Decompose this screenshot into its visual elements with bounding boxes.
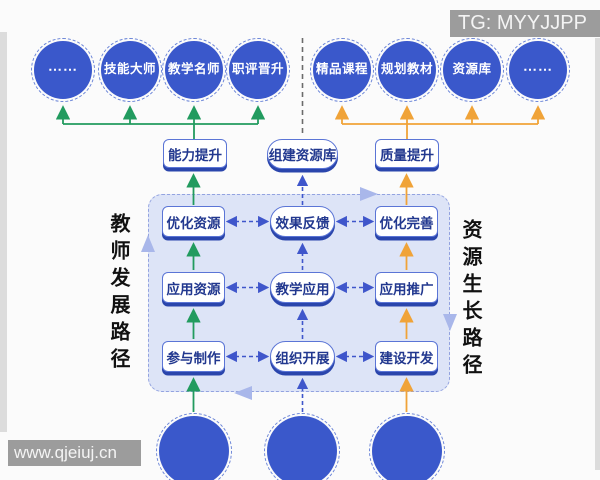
box-participate-production: 参与制作: [162, 341, 225, 372]
box-construction-development: 建设开发: [375, 341, 438, 372]
circle-resource-library: 资源库: [440, 38, 504, 102]
circle-skill-master: 技能大师: [98, 38, 162, 102]
watermark-website: www.qjeiuj.cn: [8, 440, 141, 466]
circle-bottom-right: [369, 413, 445, 480]
circle-ellipsis-right: ⋯⋯: [506, 38, 570, 102]
box-teaching-application: 教学应用: [270, 272, 335, 303]
box-application-promotion: 应用推广: [375, 272, 438, 303]
page-edge-left: [0, 32, 7, 432]
box-optimize-resources: 优化资源: [162, 206, 225, 237]
box-capability-improvement: 能力提升: [163, 139, 227, 168]
box-quality-improvement: 质量提升: [375, 139, 439, 168]
circle-teaching-master: 教学名师: [162, 38, 226, 102]
circle-bottom-center: [264, 413, 340, 480]
box-apply-resources: 应用资源: [162, 272, 225, 303]
box-build-resource-library: 组建资源库: [267, 139, 338, 169]
circle-bottom-left: [156, 413, 232, 480]
teacher-development-path-label: 教师发展路径: [107, 213, 129, 375]
watermark-telegram: TG: MYYJJPP: [450, 10, 600, 37]
circle-title-promotion: 职评晋升: [226, 38, 290, 102]
box-optimize-perfect: 优化完善: [375, 206, 438, 237]
box-effect-feedback: 效果反馈: [270, 206, 335, 237]
resource-growth-path-label: 资源生长路径: [459, 219, 481, 381]
box-organize-carry-out: 组织开展: [270, 341, 335, 372]
circle-planned-textbook: 规划教材: [375, 38, 439, 102]
circle-ellipsis-left: ⋯⋯: [31, 38, 95, 102]
circle-quality-course: 精品课程: [310, 38, 374, 102]
page-edge-right: [595, 38, 600, 470]
